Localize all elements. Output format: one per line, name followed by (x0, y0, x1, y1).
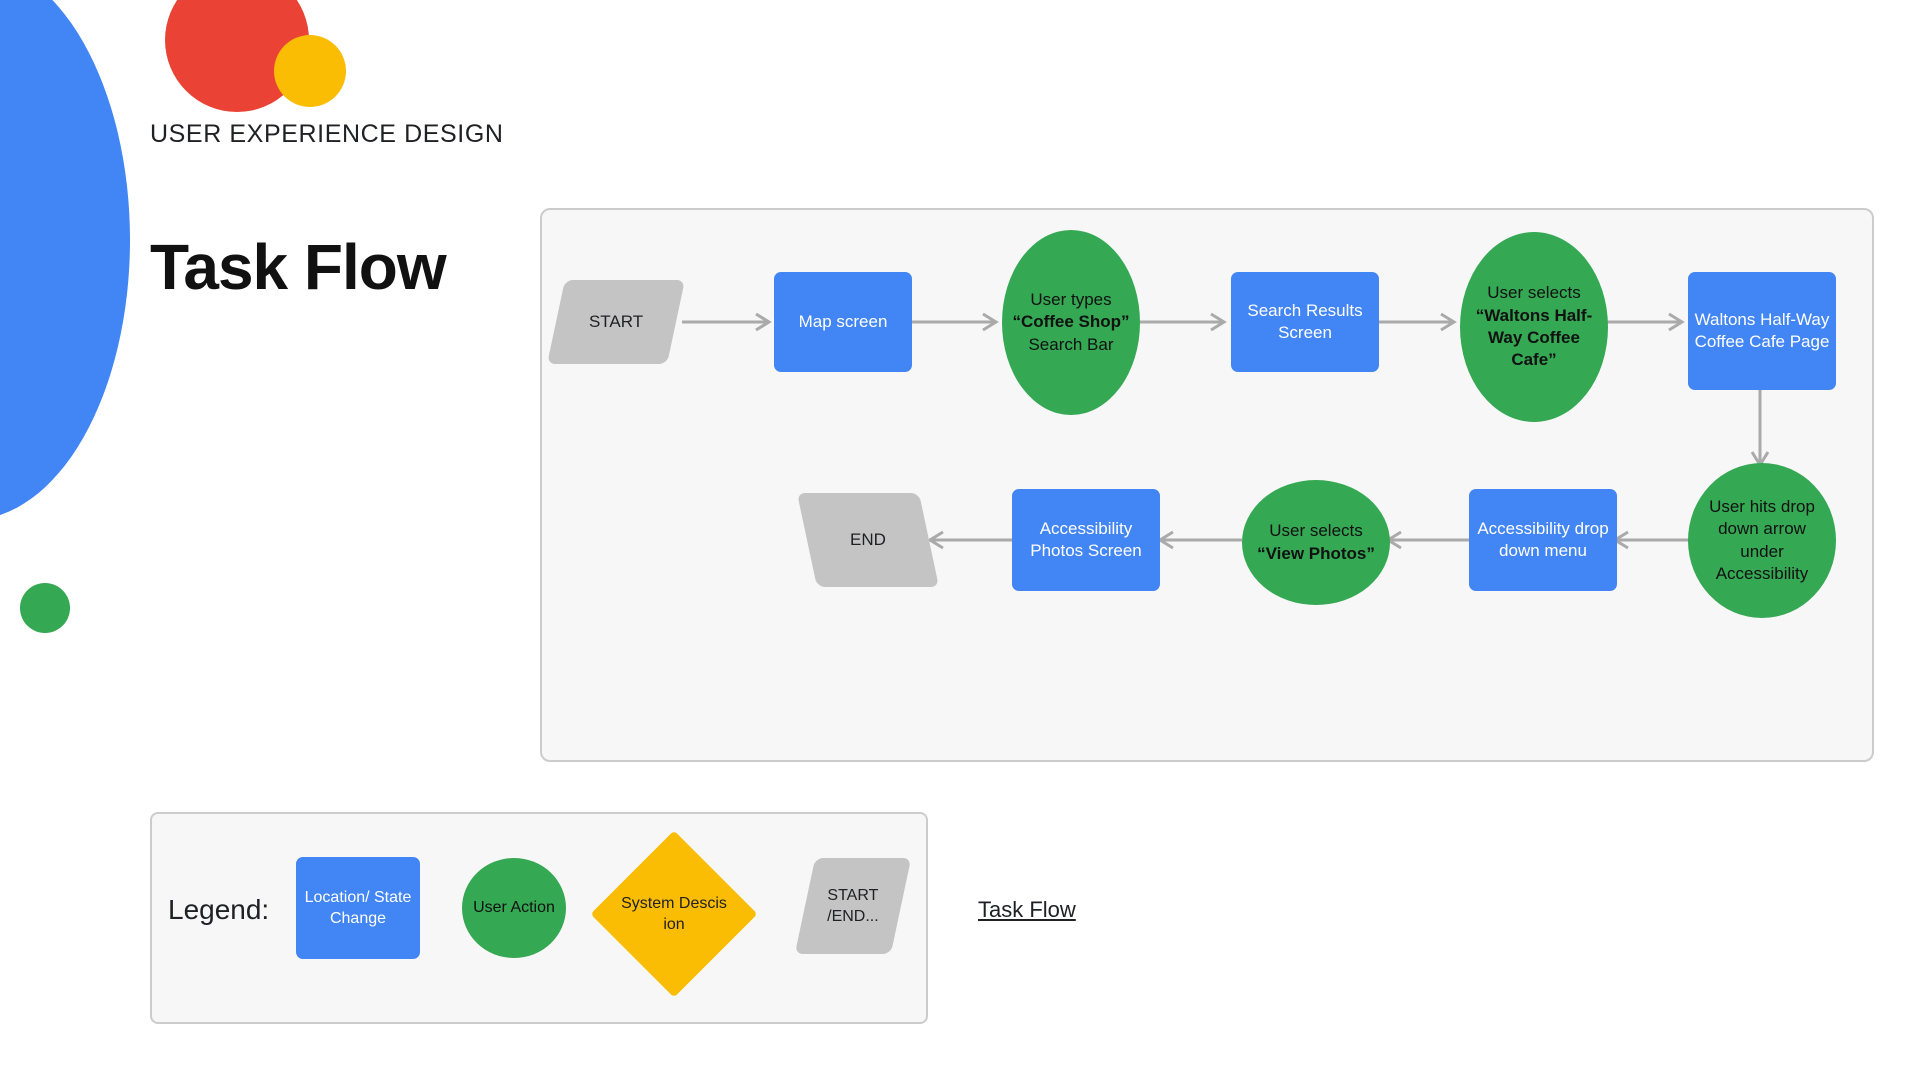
flow-node-accessibility-photos-screen[interactable]: Accessibility Photos Screen (1012, 489, 1160, 591)
flow-node-search-results-screen-label: Search Results Screen (1247, 300, 1363, 342)
legend-title: Legend: (168, 894, 270, 925)
page-title: Task Flow (150, 231, 447, 303)
flow-node-end[interactable]: END (797, 493, 939, 587)
flow-node-waltons-page[interactable]: Waltons Half-Way Coffee Cafe Page (1688, 272, 1836, 390)
legend-item-user-action[interactable]: User Action (462, 858, 566, 958)
flow-node-user-hits-dropdown-label: User hits drop down arrow under Accessib… (1709, 496, 1815, 583)
flow-node-user-selects-view-photos-label: User selects “View Photos” (1257, 521, 1375, 563)
legend-item-start-end[interactable]: START /END... (794, 858, 912, 954)
flow-node-start[interactable]: START (547, 280, 685, 364)
flow-node-user-types-coffee-shop[interactable]: User types “Coffee Shop” Search Bar (1002, 230, 1140, 415)
flow-node-user-hits-dropdown[interactable]: User hits drop down arrow under Accessib… (1688, 463, 1836, 618)
decorative-blue-arc (0, 0, 130, 520)
flow-connectors (682, 312, 1770, 550)
flow-node-user-selects-view-photos[interactable]: User selects “View Photos” (1242, 480, 1390, 605)
flow-node-user-selects-waltons-label: User selects “Waltons Half-Way Coffee Ca… (1475, 283, 1593, 370)
flow-node-user-selects-waltons[interactable]: User selects “Waltons Half-Way Coffee Ca… (1460, 232, 1608, 422)
decorative-green-dot (20, 583, 70, 633)
legend-item-start-end-label: START /END... (827, 886, 879, 925)
flow-node-accessibility-photos-screen-label: Accessibility Photos Screen (1030, 518, 1142, 560)
legend-item-location-state-change-label: Location/ State Change (304, 888, 412, 927)
legend-item-location-state-change[interactable]: Location/ State Change (296, 857, 420, 959)
flow-node-waltons-page-label: Waltons Half-Way Coffee Cafe Page (1694, 309, 1830, 351)
flow-node-accessibility-menu-label: Accessibility drop down menu (1477, 518, 1609, 560)
brand-kicker: USER EXPERIENCE DESIGN (150, 120, 504, 148)
flow-node-search-results-screen[interactable]: Search Results Screen (1231, 272, 1379, 372)
flow-node-accessibility-menu[interactable]: Accessibility drop down menu (1469, 489, 1617, 591)
legend-item-system-decision-label-wrap: System Descis ion (615, 855, 733, 973)
legend-item-system-decision-label: System Descis ion (621, 894, 727, 933)
flow-node-user-types-coffee-shop-label: User types “Coffee Shop” Search Bar (1012, 289, 1130, 354)
flow-node-start-label: START (588, 311, 644, 331)
flow-node-end-label: END (850, 529, 886, 549)
flow-node-map-screen[interactable]: Map screen (774, 272, 912, 372)
flow-diagram-canvas: START Map screen User types “Coffee Shop… (540, 208, 1874, 762)
legend-item-user-action-label: User Action (473, 899, 555, 917)
decorative-yellow-circle (274, 35, 346, 107)
task-flow-link[interactable]: Task Flow (978, 897, 1076, 922)
flow-node-map-screen-label: Map screen (798, 311, 888, 331)
